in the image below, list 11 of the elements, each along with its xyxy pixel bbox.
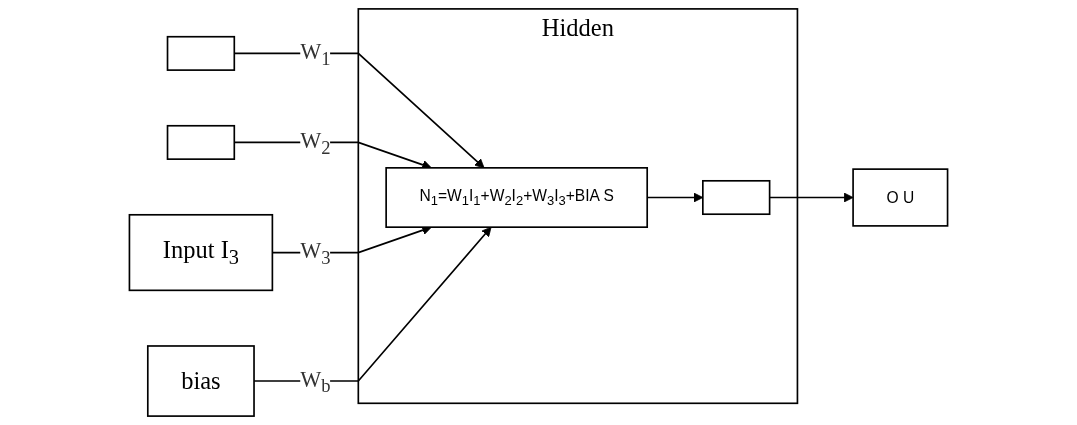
edge-label: W$_{2}$ bbox=[300, 127, 331, 159]
edge-label: W$_{3}$ bbox=[300, 238, 331, 269]
node-box: bias bbox=[146, 345, 255, 417]
node-box bbox=[166, 124, 236, 160]
edge-label: W$_{b}$ bbox=[300, 366, 331, 397]
node-box bbox=[166, 35, 236, 71]
node-box: N$_{1}$=W$_{1}$I$_{1}$+W$_{2}$I$_{2}$+W$_{3}$I$_{3}$+BIA S bbox=[385, 167, 649, 228]
node-box: O U bbox=[852, 168, 949, 227]
node-box: Input I$_{3}$ bbox=[128, 213, 274, 292]
edge-label: W$_{1}$ bbox=[300, 38, 331, 69]
node-box bbox=[702, 180, 771, 216]
